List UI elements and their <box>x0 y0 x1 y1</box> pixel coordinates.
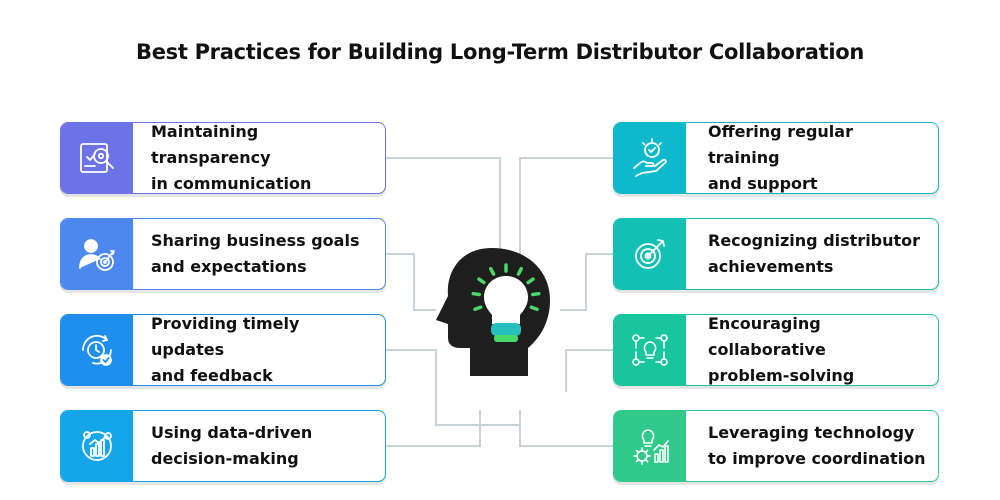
practice-card-transparency: Maintaining transparency in communicatio… <box>60 122 386 194</box>
card-icon-tile <box>61 123 133 193</box>
practice-card-updates: Providing timely updates and feedback <box>60 314 386 386</box>
connector-line-3 <box>386 410 481 447</box>
card-label: Recognizing distributor achievements <box>708 231 921 276</box>
card-label: Offering regular training and support <box>708 122 853 193</box>
connector-line-5 <box>560 253 613 311</box>
target-arrow-icon <box>635 239 665 269</box>
bulb-ray <box>531 291 541 297</box>
practice-card-recognition: Recognizing distributor achievements <box>613 218 939 290</box>
page-title: Best Practices for Building Long-Term Di… <box>135 40 864 64</box>
report-search-icon <box>80 143 114 173</box>
card-icon-tile <box>614 315 686 385</box>
card-label: Maintaining transparency in communicatio… <box>151 122 312 193</box>
bulb-ray <box>529 305 539 312</box>
card-label: Using data-driven decision-making <box>151 423 313 468</box>
clock-check-icon <box>82 334 112 366</box>
connector-line-6 <box>565 349 613 392</box>
card-icon-tile <box>614 123 686 193</box>
connector-line-2 <box>386 349 437 380</box>
bulb-ray <box>489 266 496 276</box>
practice-card-goals: Sharing business goals and expectations <box>60 218 386 290</box>
bulb-ray <box>477 277 486 285</box>
card-icon-tile <box>61 411 133 481</box>
bulb-base <box>491 323 521 336</box>
bulb-ray <box>471 291 481 297</box>
practice-card-problem-solving: Encouraging collaborative problem-solvin… <box>613 314 939 386</box>
card-icon-tile <box>61 219 133 289</box>
connector-line-8 <box>435 380 520 426</box>
bulb-ray <box>526 277 535 285</box>
card-icon-tile <box>61 315 133 385</box>
card-label: Leveraging technology to improve coordin… <box>708 423 926 468</box>
head-bulb-illustration <box>436 248 550 376</box>
practice-card-data: Using data-driven decision-making <box>60 410 386 482</box>
gear-bulb-icon <box>633 429 669 465</box>
card-icon-tile <box>614 219 686 289</box>
practice-card-technology: Leveraging technology to improve coordin… <box>613 410 939 482</box>
connector-line-4 <box>519 157 613 268</box>
hand-support-icon <box>633 138 667 177</box>
user-target-icon <box>79 239 115 271</box>
data-chart-icon <box>82 431 112 461</box>
connector-line-7 <box>519 410 613 447</box>
card-label: Sharing business goals and expectations <box>151 231 360 276</box>
practice-card-training: Offering regular training and support <box>613 122 939 194</box>
connector-line-1 <box>386 253 436 311</box>
bulb-base-cap <box>494 335 518 342</box>
card-label: Encouraging collaborative problem-solvin… <box>708 314 855 385</box>
bulb-ray <box>516 266 523 276</box>
bulb-icon <box>484 276 528 324</box>
card-icon-tile <box>614 411 686 481</box>
connector-line-0 <box>386 157 501 268</box>
idea-network-icon <box>632 334 668 366</box>
card-label: Providing timely updates and feedback <box>151 314 300 385</box>
bulb-rays <box>471 263 541 312</box>
bulb-ray <box>473 305 483 312</box>
